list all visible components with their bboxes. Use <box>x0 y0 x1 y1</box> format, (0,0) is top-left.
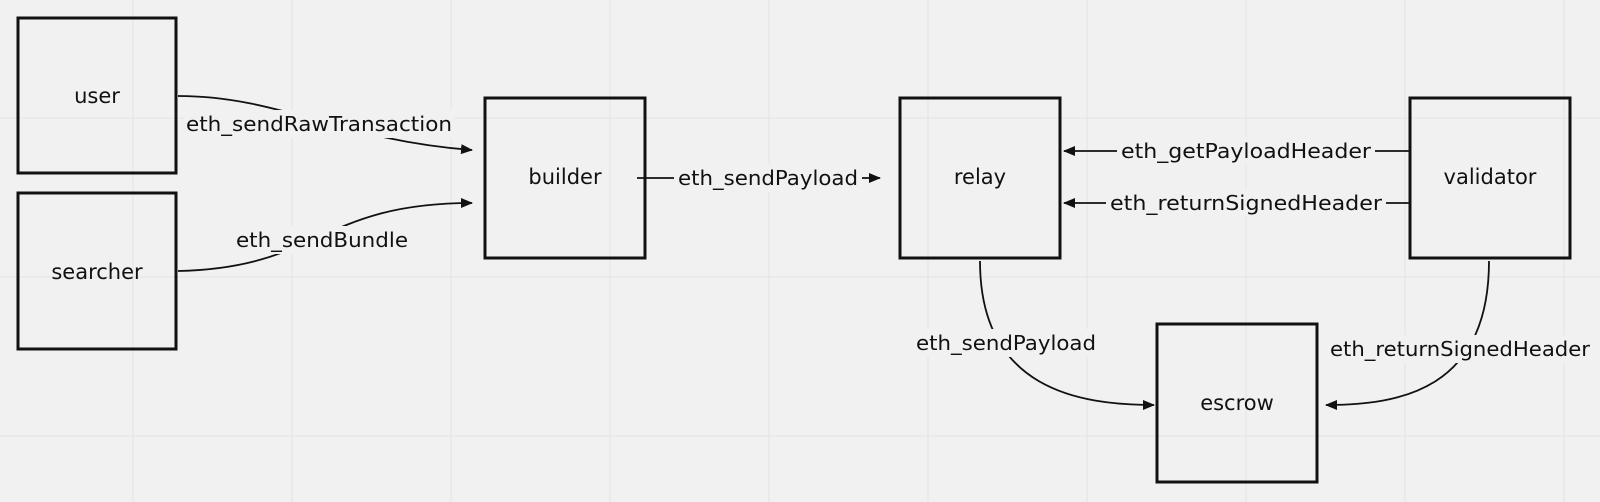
node-relay[interactable] <box>898 96 1062 260</box>
label-validator-to-relay-return: eth_returnSignedHeader <box>1110 191 1383 215</box>
edge-validator-to-escrow[interactable] <box>1325 260 1490 410</box>
label-user-to-builder: eth_sendRawTransaction <box>186 112 452 136</box>
node-searcher[interactable] <box>16 191 178 351</box>
node-escrow[interactable] <box>1155 322 1319 484</box>
label-builder-to-relay: eth_sendPayload <box>678 166 858 190</box>
node-builder[interactable] <box>483 96 647 260</box>
node-validator[interactable] <box>1408 96 1572 260</box>
node-label-validator: validator <box>1444 165 1537 189</box>
edge-labels: eth_sendRawTransaction eth_sendBundle et… <box>184 110 1592 363</box>
node-labels: user searcher builder relay validator es… <box>51 84 1536 415</box>
node-user[interactable] <box>16 16 178 175</box>
node-label-escrow: escrow <box>1200 391 1274 415</box>
node-label-relay: relay <box>954 165 1006 189</box>
label-relay-to-escrow: eth_sendPayload <box>916 331 1096 355</box>
nodes <box>16 16 1572 484</box>
label-searcher-to-builder: eth_sendBundle <box>236 228 408 252</box>
node-label-user: user <box>74 84 120 108</box>
node-label-searcher: searcher <box>51 260 143 284</box>
edge-relay-to-escrow[interactable] <box>979 260 1155 410</box>
label-validator-to-escrow: eth_returnSignedHeader <box>1330 337 1591 361</box>
label-validator-to-relay-get: eth_getPayloadHeader <box>1121 139 1372 163</box>
node-label-builder: builder <box>528 165 602 189</box>
